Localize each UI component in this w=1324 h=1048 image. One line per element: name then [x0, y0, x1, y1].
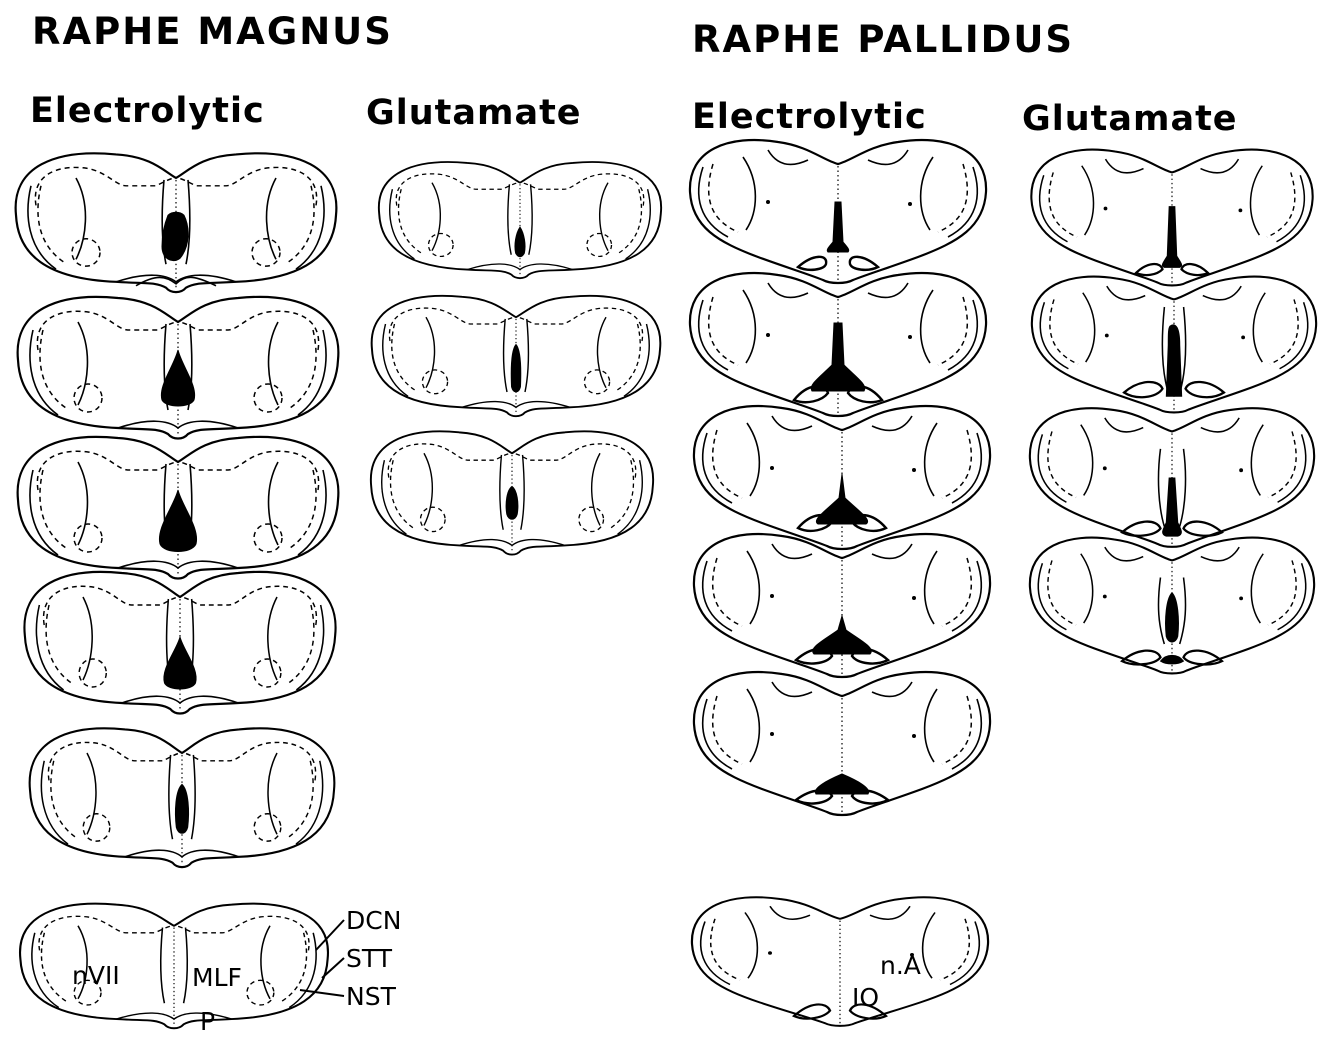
label-io: IO: [852, 983, 879, 1012]
col-label-pallidus-electrolytic: Electrolytic: [692, 97, 927, 137]
pointer-nst: [300, 990, 344, 996]
reference-section-magnus: [20, 904, 328, 1029]
pointer-stt: [322, 958, 344, 978]
label-mlf: MLF: [192, 963, 242, 992]
col-label-magnus-glutamate: Glutamate: [366, 93, 582, 133]
section-magnus-electrolytic-1: [16, 153, 337, 292]
label-p: P: [200, 1007, 215, 1036]
section-pallidus-electrolytic-4: [694, 534, 990, 677]
group-title-raphe-magnus: RAPHE MAGNUS: [32, 10, 393, 53]
section-pallidus-glutamate-4: [1030, 538, 1314, 674]
section-magnus-electrolytic-5: [30, 728, 335, 867]
section-pallidus-glutamate-3: [1030, 408, 1314, 547]
section-magnus-glutamate-3: [371, 431, 653, 554]
section-pallidus-glutamate-2: [1032, 277, 1316, 413]
label-nvii: nVII: [72, 961, 120, 990]
section-pallidus-electrolytic-3: [694, 406, 990, 549]
section-magnus-electrolytic-2: [18, 297, 339, 439]
pointer-dcn: [316, 920, 344, 950]
col-label-pallidus-glutamate: Glutamate: [1022, 99, 1238, 139]
group-title-raphe-pallidus: RAPHE PALLIDUS: [692, 18, 1074, 61]
reference-section-pallidus: [692, 897, 988, 1026]
label-na: n.A: [880, 951, 921, 980]
label-nst: NST: [346, 982, 397, 1011]
section-pallidus-glutamate-1: [1031, 150, 1312, 286]
section-magnus-glutamate-2: [372, 296, 661, 416]
section-pallidus-electrolytic-1: [690, 140, 986, 283]
section-magnus-electrolytic-3: [18, 437, 339, 579]
section-magnus-electrolytic-4: [24, 572, 335, 714]
section-magnus-glutamate-1: [379, 162, 661, 278]
label-dcn: DCN: [346, 906, 401, 935]
col-label-magnus-electrolytic: Electrolytic: [30, 91, 265, 131]
label-stt: STT: [346, 944, 393, 973]
section-pallidus-electrolytic-2: [690, 273, 986, 416]
section-pallidus-electrolytic-5: [694, 672, 990, 815]
